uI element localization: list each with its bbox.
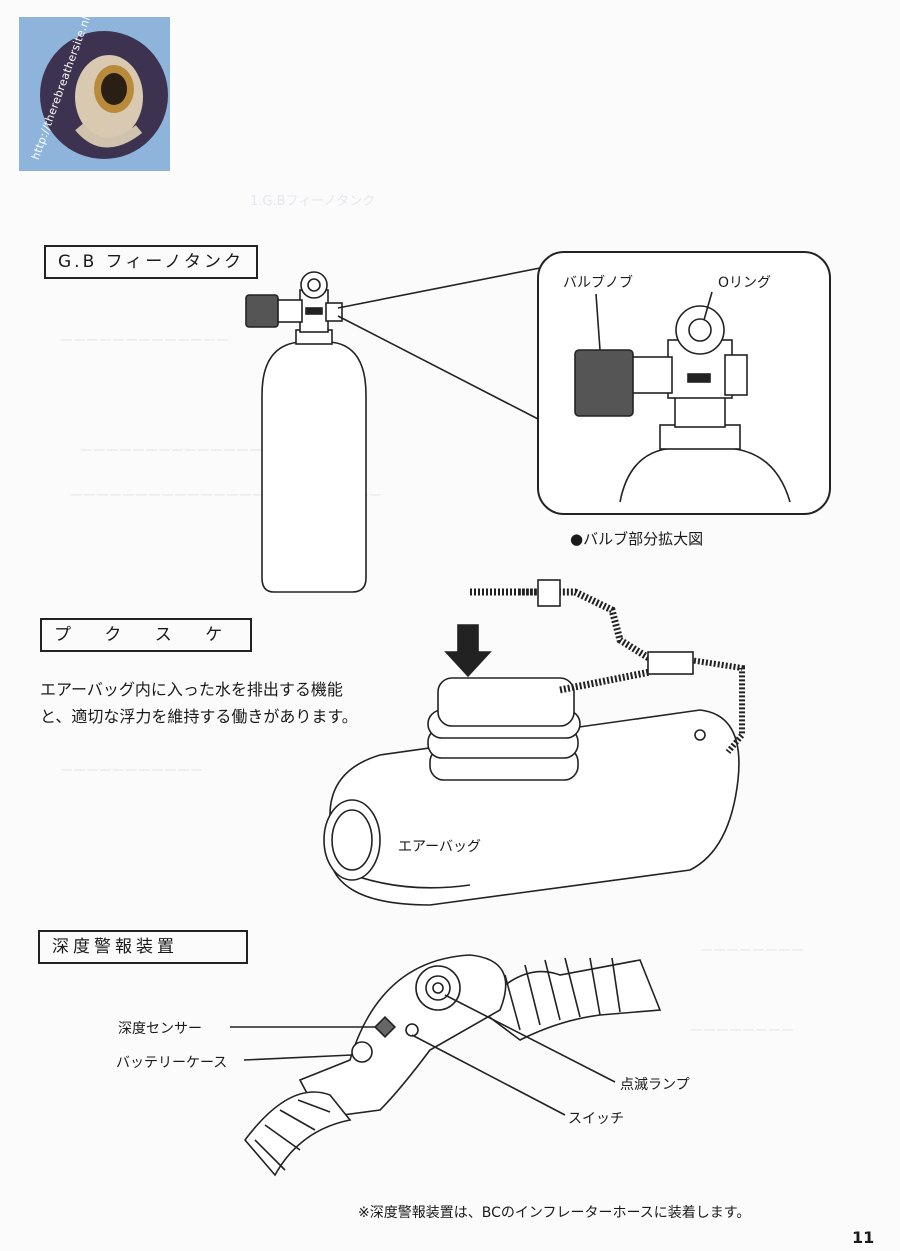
site-logo: http://therebreathersite.nl <box>19 15 170 171</box>
puksuke-drawing <box>323 579 745 906</box>
valve-detail-drawing <box>537 251 831 515</box>
depth-sensor-label: 深度センサー <box>118 1021 202 1037</box>
tank-section-title: G.B フィーノタンク <box>44 245 258 279</box>
o-ring-label: Oリング <box>718 275 772 291</box>
puksuke-description-line1: エアーバッグ内に入った水を排出する機能 <box>40 680 343 699</box>
alarm-section-title: 深度警報装置 <box>38 930 248 964</box>
valve-detail-caption: ●バルブ部分拡大図 <box>570 530 704 548</box>
page-number: 11 <box>852 1228 875 1247</box>
diver-helmet-icon <box>40 31 168 159</box>
depth-alarm-drawing <box>230 954 662 1177</box>
airbag-label: エアーバッグ <box>398 839 482 855</box>
footer-note: ※深度警報装置は、BCのインフレーターホースに装着します。 <box>358 1205 751 1221</box>
switch-label: スイッチ <box>568 1111 624 1127</box>
battery-case-label: バッテリーケース <box>116 1055 228 1071</box>
puksuke-description-line2: と、適切な浮力を維持する働きがあります。 <box>40 707 358 726</box>
puksuke-section-title: プ ク ス ケ <box>40 618 252 652</box>
valve-knob-label: バルブノブ <box>563 275 633 291</box>
tank-drawing <box>245 271 367 593</box>
flashing-lamp-label: 点滅ランプ <box>620 1077 690 1093</box>
